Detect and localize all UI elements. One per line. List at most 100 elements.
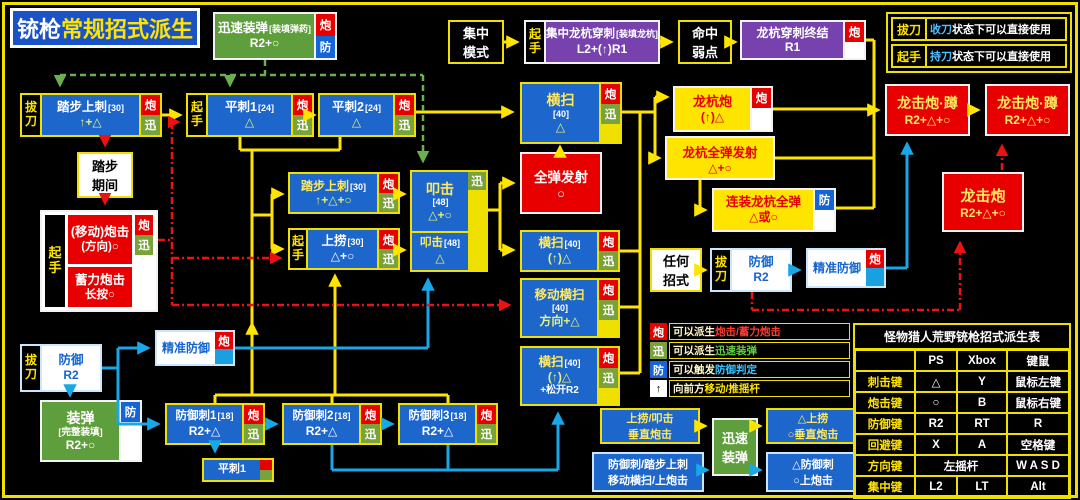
legend-forward: ↑ 向前方移动/推摇杆	[650, 380, 850, 397]
cannon-tag: 炮	[599, 348, 618, 368]
legend-row-draw: 拔刀 收刀状态下可以直接使用	[891, 17, 1067, 41]
node-guard-left: 拔刀 防御 R2	[20, 344, 102, 392]
node-charged-shelling: 蓄力炮击 长按○	[68, 267, 132, 307]
draw-state-legend: 拔刀 收刀状态下可以直接使用 起手 持刀状态下可以直接使用	[886, 12, 1072, 73]
key-mapping-table: 怪物猎人荒野铳枪招式派生表 PS Xbox 键鼠 刺击键 △ Y 鼠标左键 炮击…	[853, 323, 1071, 499]
draw-prefix: 拔刀	[22, 95, 42, 135]
node-reload-note-1: 上捞/叩击 垂直炮击	[600, 408, 700, 444]
node-wyvern-fire-crouch-2: 龙击炮·蹲 R2+△+○	[985, 84, 1070, 136]
quick-tag: 迅	[244, 424, 263, 443]
node-wyvern-fire: 龙击炮 R2+△+○	[942, 172, 1024, 232]
cannon-tag: 炮	[135, 215, 153, 235]
up-arrow-icon: ↑	[650, 380, 667, 397]
node-guard-thrust-2: 防御刺2[18] R2+△ 炮 迅	[282, 403, 382, 445]
node-chained-pile-full: 连装龙杭全弹 △或○ 防	[712, 188, 836, 232]
cannon-tag: 炮	[293, 95, 312, 115]
cannon-tag: 炮	[244, 405, 263, 424]
col-kbm: 键鼠	[1007, 350, 1069, 371]
guard-tag: 防	[121, 402, 140, 422]
node-pile-pierce-finish: 龙杭穿刺终结 R1 炮	[740, 20, 866, 60]
cannon-tag: 炮	[866, 250, 884, 268]
node-slam-group: 叩击 [48] △+○ 迅 叩击[48] △	[410, 170, 488, 272]
cannon-tag: 炮	[215, 332, 233, 349]
quick-tag: 迅	[601, 104, 620, 124]
node-any-move: 任何招式	[650, 248, 702, 292]
legend-guard: 防 可以触发防御判定	[650, 361, 850, 378]
ready-prefix: 起手	[290, 230, 308, 268]
cannon-tag: 炮	[316, 14, 335, 36]
cannon-tag: 炮	[599, 280, 618, 300]
cannon-tag: 炮	[477, 405, 496, 424]
node-reload-note-2: 防御刺/踏步上刺 移动横扫/上炮击	[592, 452, 704, 492]
cannon-tag: 炮	[845, 22, 864, 42]
node-step-up-thrust-draw: 拔刀 踏步上刺[30] ↑+△ 炮 迅	[20, 93, 162, 137]
cannon-tag: 炮	[361, 405, 380, 424]
node-sweep-up: 横扫[40] (↑)△ 炮 迅	[520, 230, 620, 272]
node-reload-result-2: △防御刺 ○上炮击	[766, 452, 860, 492]
node-slam-2: 叩击[48] △	[412, 233, 486, 270]
guard-tag: 防	[316, 36, 335, 58]
legend-quick: 迅 可以派生迅速装弹	[650, 342, 850, 359]
node-wyvern-fire-crouch-1: 龙击炮·蹲 R2+△+○	[885, 84, 970, 136]
col-ps: PS	[915, 350, 957, 371]
quick-tag: 迅	[135, 235, 153, 255]
node-wide-sweep: 横扫 [40] △ 炮 迅	[520, 82, 622, 144]
node-step-up-thrust-2: 踏步上刺[30] ↑+△+○ 炮 迅	[288, 172, 400, 214]
node-quick-reload-mid: 迅速 装弹	[712, 418, 758, 476]
node-hit-weakpoint: 命中弱点	[678, 20, 732, 64]
node-move-shelling: (移动)炮击 (方向)○	[68, 215, 132, 265]
col-xbox: Xbox	[957, 350, 1007, 371]
draw-prefix: 拔刀	[712, 250, 732, 290]
node-quick-reload-top: 迅速装弹[装填弹药] R2+○ 炮 防	[213, 12, 337, 60]
quick-tag: 迅	[477, 424, 496, 443]
cannon-tag: 炮	[599, 232, 618, 251]
page-title: 铳枪常规招式派生	[10, 8, 200, 48]
quick-tag	[260, 470, 272, 480]
quick-tag: 迅	[361, 424, 380, 443]
draw-prefix: 拔刀	[22, 346, 42, 390]
node-reload-result-1: △上捞 ○垂直炮击	[766, 408, 860, 444]
quick-tag: 迅	[599, 300, 618, 320]
node-pile-cannon: 龙杭炮 (↑)△ 炮	[673, 86, 773, 132]
node-flat-thrust-1: 起手 平刺1[24] △ 炮 迅	[186, 93, 314, 137]
node-guard-thrust-1: 防御刺1[18] R2+△ 炮 迅	[165, 403, 265, 445]
node-flat-thrust-1-small: 平刺1	[202, 458, 274, 482]
node-step-period: 踏步期间	[77, 152, 133, 198]
node-guard-thrust-3: 防御刺3[18] R2+△ 炮 迅	[398, 403, 498, 445]
legend-cannon: 炮 可以派生炮击/蓄力炮击	[650, 323, 850, 340]
tag-legend: 炮 可以派生炮击/蓄力炮击 迅 可以派生迅速装弹 防 可以触发防御判定 ↑ 向前…	[650, 323, 850, 399]
cannon-tag: 炮	[141, 95, 160, 115]
node-full-burst: 全弹发射 ○	[520, 152, 602, 214]
quick-tag: 迅	[395, 115, 414, 135]
cannon-tag: 炮	[752, 88, 771, 108]
legend-row-ready: 起手 持刀状态下可以直接使用	[891, 44, 1067, 68]
quick-tag: 迅	[599, 251, 618, 270]
node-focus-pile-pierce: 起手 集中龙杭穿刺[装填龙杭] L2+(↑)R1	[524, 20, 660, 64]
node-flat-thrust-2: 平刺2[24] △ 炮 迅	[318, 93, 416, 137]
cannon-tag: 炮	[379, 174, 398, 193]
quick-tag: 迅	[468, 172, 486, 190]
node-perfect-guard-right: 精准防御 炮	[806, 248, 886, 288]
cannon-tag: 炮	[395, 95, 414, 115]
node-perfect-guard-left: 精准防御 炮	[155, 330, 235, 366]
ready-prefix: 起手	[188, 95, 208, 135]
quick-tag: 迅	[379, 193, 398, 212]
table-title: 怪物猎人荒野铳枪招式派生表	[855, 325, 1069, 350]
node-focus-mode: 集中模式	[448, 20, 504, 64]
node-slam: 叩击 [48] △+○ 迅	[412, 172, 486, 232]
ready-prefix: 起手	[526, 22, 546, 62]
node-shelling-group: 起手 (移动)炮击 (方向)○ 蓄力炮击 长按○ 炮 迅	[40, 210, 158, 312]
node-reload: 装弹 [完整装填] R2+○ 防	[40, 400, 142, 462]
guard-tag: 防	[815, 190, 834, 210]
quick-tag: 迅	[141, 115, 160, 135]
cannon-tag: 炮	[601, 84, 620, 104]
node-upswing: 起手 上捞[30] △+○ 炮 迅	[288, 228, 400, 270]
node-sweep-release: 横扫[40] (↑)△ +松开R2 炮 迅	[520, 346, 620, 406]
ready-prefix: 起手	[45, 215, 65, 307]
quick-tag: 迅	[599, 368, 618, 388]
cannon-tag: 炮	[379, 230, 398, 249]
node-moving-sweep: 移动横扫 [40] 方向+△ 炮 迅	[520, 278, 620, 338]
cannon-tag	[260, 460, 272, 470]
node-guard-mid: 拔刀 防御 R2	[710, 248, 792, 292]
